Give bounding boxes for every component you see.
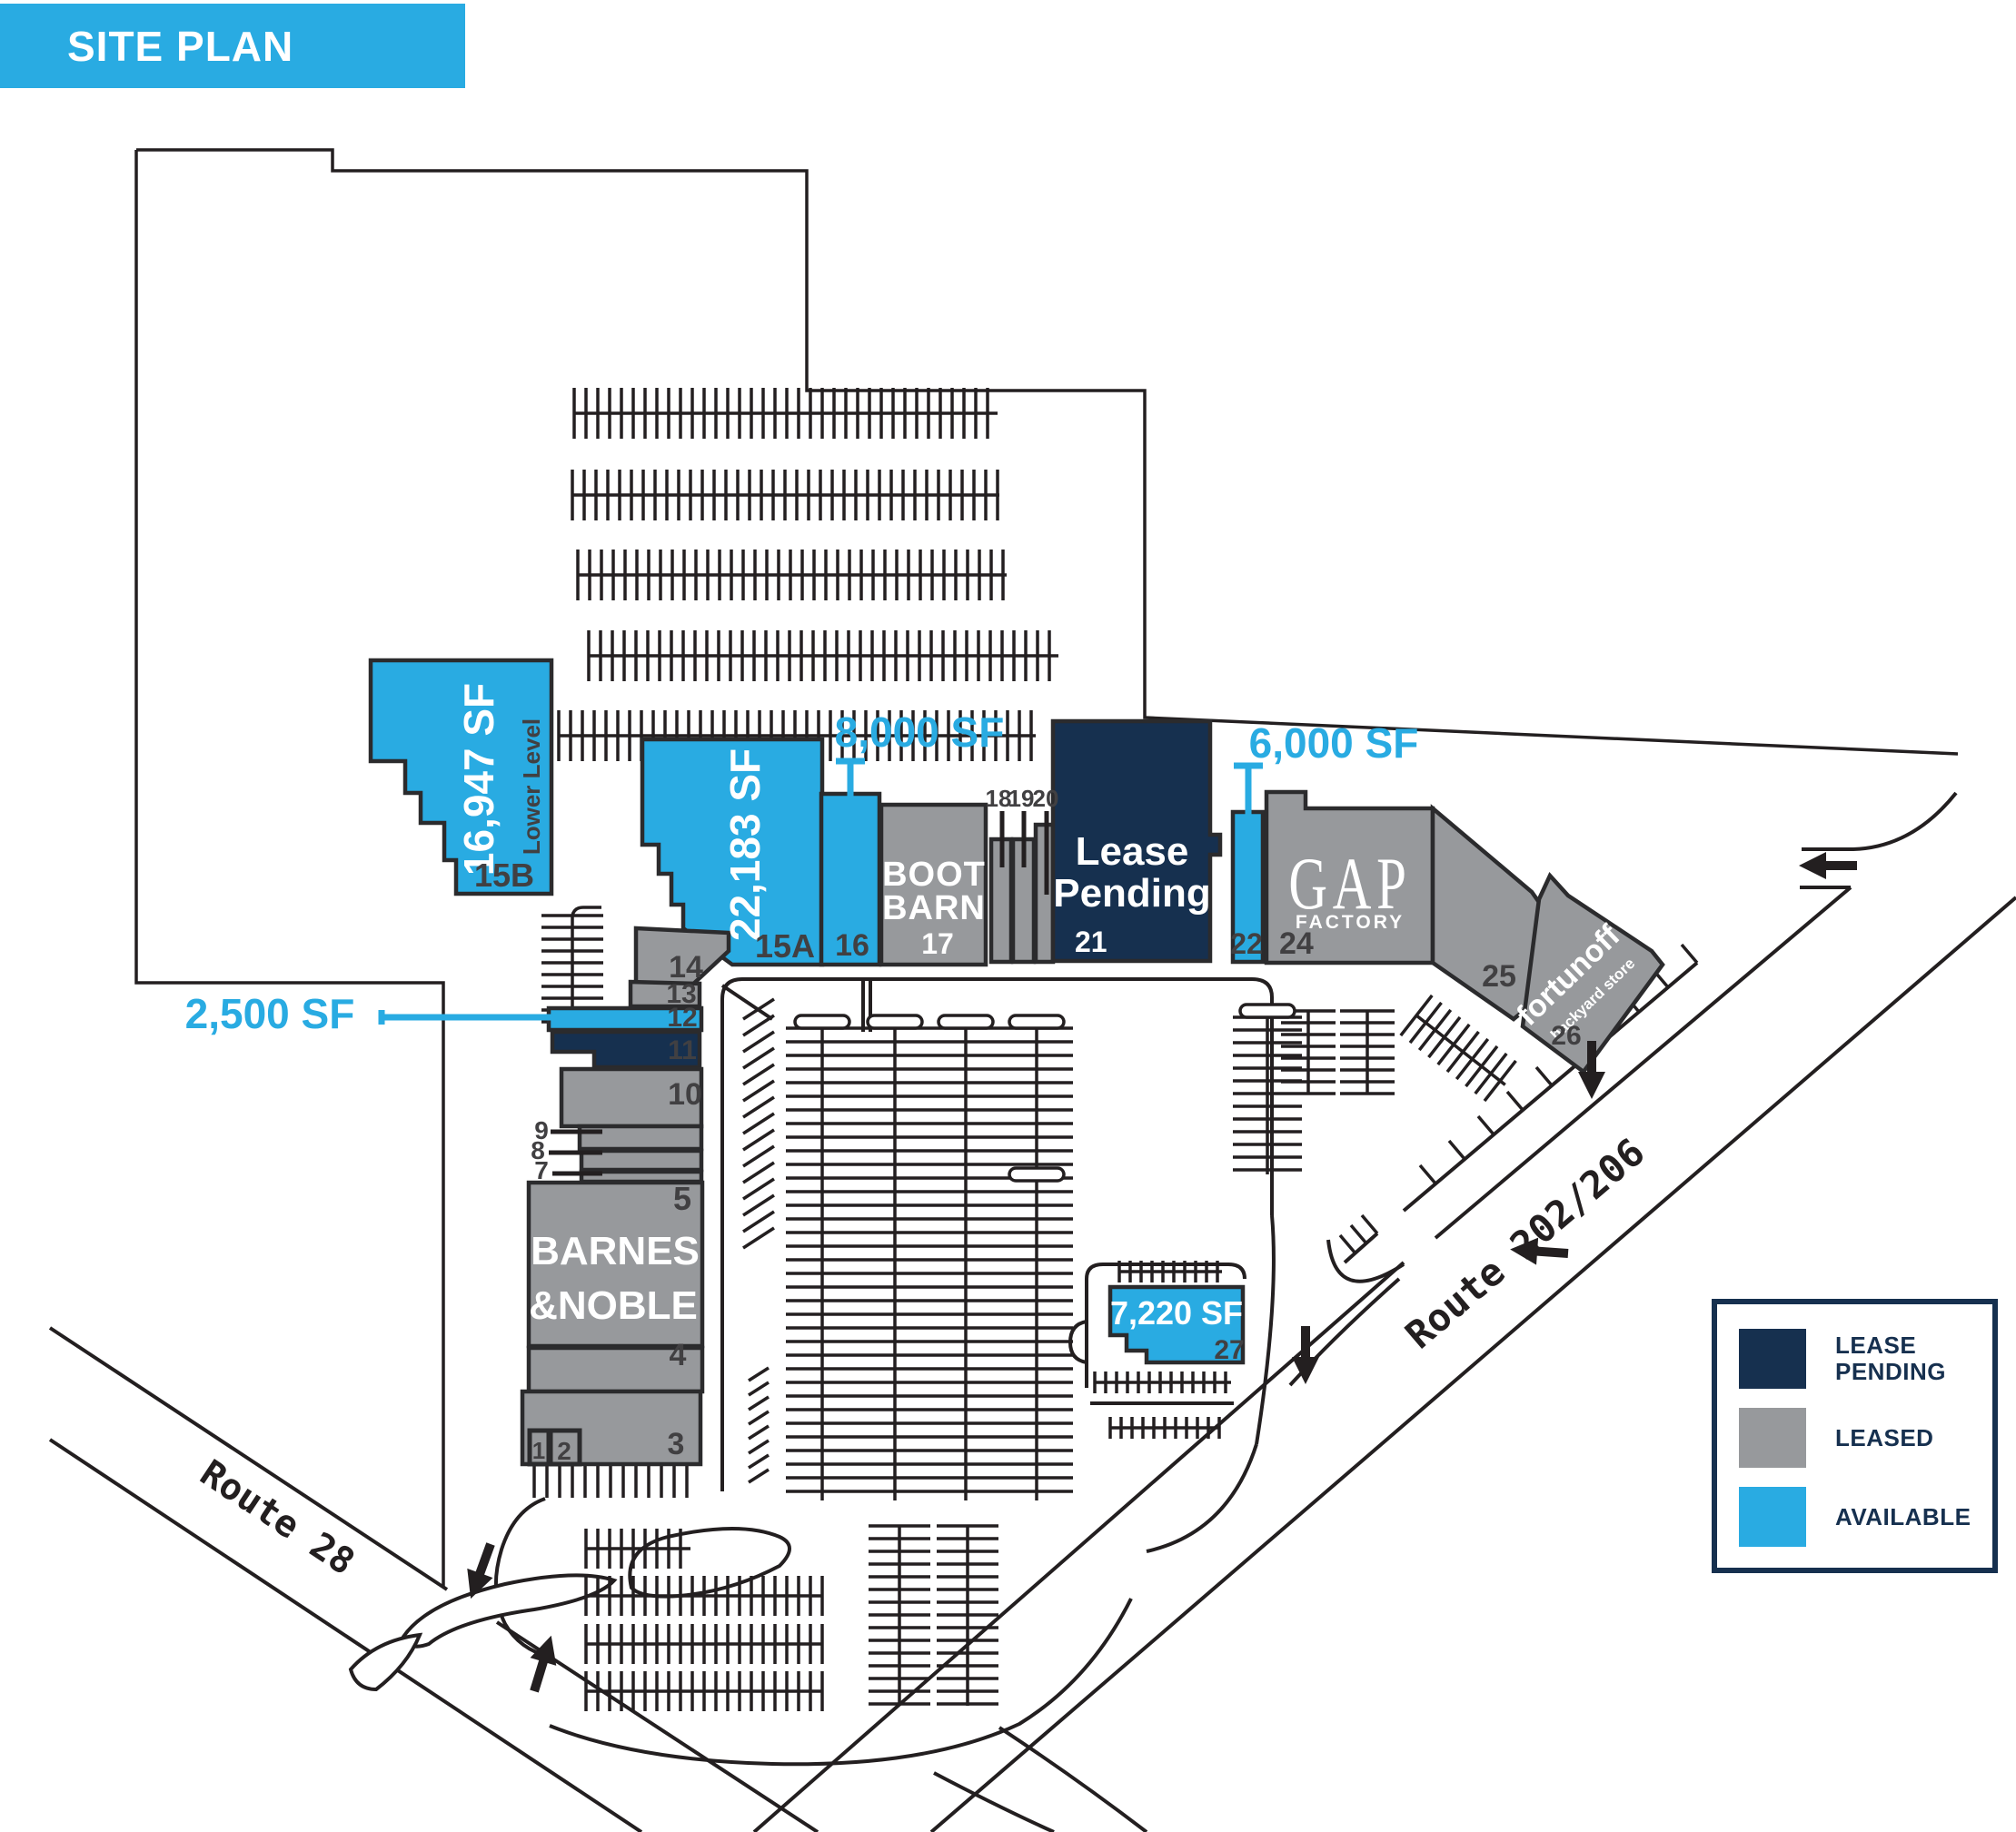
legend-label-available: AVAILABLE <box>1835 1502 1971 1530</box>
route-202-outer-edge <box>929 896 2016 1832</box>
route202-top-arrow <box>1799 852 1857 879</box>
unit-17-shape <box>879 802 988 967</box>
unit-4-shape <box>526 1345 705 1394</box>
page-header: SITE PLAN <box>0 4 465 88</box>
unit-18-number: 18 <box>986 785 1012 812</box>
route-28-inner-edge <box>48 1326 449 1591</box>
unit-15A-size-label: 22,183 SF <box>721 748 769 941</box>
unit-15B-shape <box>368 658 554 896</box>
callout-line-2500 <box>378 1010 636 1025</box>
unit-21-number: 21 <box>1075 926 1107 958</box>
tenant-barnes-line1: BARNES <box>531 1229 700 1273</box>
tenant-gap-line1: GAP <box>1288 843 1411 926</box>
roads <box>48 791 2016 1832</box>
unit-21-shape <box>1050 718 1223 964</box>
callout-lines <box>378 758 1263 1025</box>
unit-19-number: 19 <box>1008 785 1035 812</box>
unit-2-number: 2 <box>557 1437 571 1465</box>
tenant-boot-barn-line1: BOOT <box>882 856 986 894</box>
unit-24-number: 24 <box>1279 926 1314 961</box>
unit-11-number: 11 <box>668 1035 697 1065</box>
unit-9-number: 9 <box>534 1116 549 1144</box>
unit-17-number: 17 <box>921 927 954 960</box>
callout-2500-label: 2,500 SF <box>185 990 355 1037</box>
leader-lines <box>549 811 1049 1176</box>
unit-7-number: 7 <box>534 1156 549 1184</box>
legend-chip-lease-pending <box>1739 1329 1806 1389</box>
legend-chip-leased <box>1739 1408 1806 1468</box>
unit-13-number: 13 <box>666 979 696 1009</box>
callout-line-6000 <box>1234 762 1263 854</box>
unit-15B-number: 15B <box>474 857 534 894</box>
unit-5-number: 5 <box>673 1180 691 1217</box>
legend: LEASE PENDING LEASED AVAILABLE <box>1712 1299 1998 1573</box>
unit-27-number: 27 <box>1214 1335 1244 1365</box>
legend-item-leased: LEASED <box>1739 1408 1992 1468</box>
route-202-curve-top <box>1802 791 1958 851</box>
unit-16-number: 16 <box>835 928 869 963</box>
unit-1-number: 1 <box>532 1437 545 1464</box>
unit-21-note-line1: Lease <box>1076 829 1189 874</box>
unit-15B-note-label: Lower Level <box>518 718 545 855</box>
callout-8000-label: 8,000 SF <box>835 708 1005 756</box>
unit-12-number: 12 <box>667 1003 697 1033</box>
route-202-inner-edge <box>1434 886 1852 1240</box>
unit-14-number: 14 <box>669 950 703 985</box>
unit-20-number: 20 <box>1033 785 1059 812</box>
legend-chip-available <box>1739 1487 1806 1547</box>
unit-8-number: 8 <box>531 1136 545 1164</box>
unit-2-shape <box>548 1428 582 1467</box>
unit-26-number: 26 <box>1551 1021 1581 1051</box>
unit-21-note-line2: Pending <box>1053 871 1211 916</box>
unit-10-number: 10 <box>668 1077 702 1112</box>
parking-row-caps <box>793 1003 1296 1183</box>
unit-22-number: 22 <box>1230 927 1263 960</box>
unit-27-shape <box>1107 1284 1246 1365</box>
legend-label-lease-pending-line1: LEASE <box>1835 1332 1917 1359</box>
page-title: SITE PLAN <box>67 22 294 70</box>
unit-14-shape <box>633 926 731 991</box>
tenant-boot-barn-line2: BARN <box>882 889 986 927</box>
parking-rows <box>532 388 1699 1711</box>
unit-15B-size-label: 16,947 SF <box>455 683 502 876</box>
tenant-barnes-line2: &NOBLE <box>529 1283 698 1328</box>
unit-4-number: 4 <box>670 1338 687 1372</box>
property-boundary <box>134 148 1959 1588</box>
route-28-outer-edge <box>48 1438 643 1832</box>
unit-3-number: 3 <box>668 1427 685 1461</box>
legend-label-leased: LEASED <box>1835 1423 1934 1451</box>
legend-label-lease-pending-line2: PENDING <box>1835 1358 1946 1385</box>
callout-6000-label: 6,000 SF <box>1249 719 1419 767</box>
unit-26-shape <box>1520 871 1665 1075</box>
tenant-gap-line2: FACTORY <box>1296 912 1405 933</box>
unit-15A-number: 15A <box>755 927 815 965</box>
legend-item-lease-pending: LEASE PENDING <box>1739 1329 1992 1389</box>
legend-item-available: AVAILABLE <box>1739 1487 1992 1547</box>
callout-line-8000 <box>836 758 865 851</box>
parking-lot-drives <box>493 977 1405 1832</box>
landscape-islands <box>348 1527 791 1692</box>
route-202-curb <box>1343 961 1699 1264</box>
unit-25-number: 25 <box>1482 959 1516 994</box>
unit-27-size-label: 7,220 SF <box>1110 1294 1243 1332</box>
